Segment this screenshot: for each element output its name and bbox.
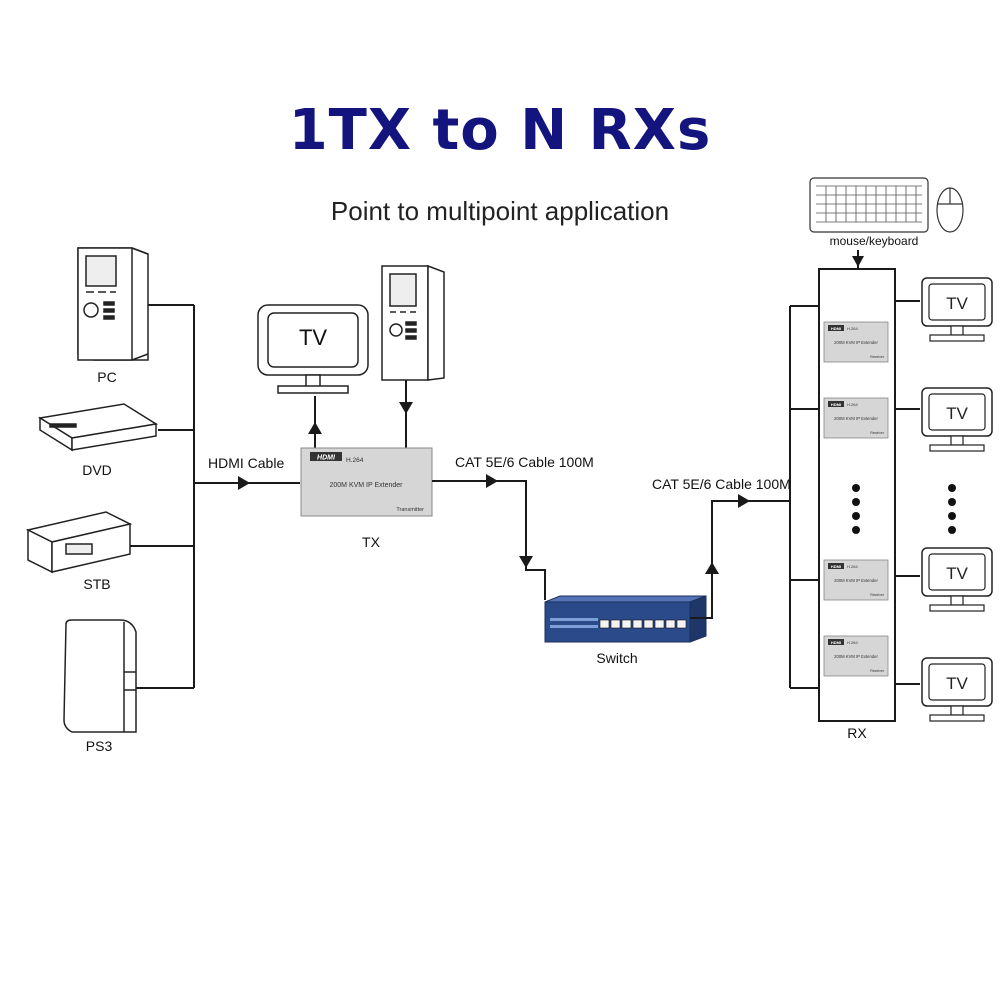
rx-role: Receiver bbox=[870, 431, 885, 435]
mouse-icon bbox=[936, 187, 964, 233]
tx-to-switch-line bbox=[432, 480, 546, 600]
rx-output-lines bbox=[895, 300, 920, 685]
source-label-ps3: PS3 bbox=[85, 738, 113, 754]
rx-brand: HDMI bbox=[831, 326, 841, 331]
hdmi-logo-badge bbox=[310, 452, 342, 461]
peripherals-label: mouse/keyboard bbox=[829, 234, 919, 248]
keyboard-icon bbox=[809, 177, 929, 233]
tv-outputs: TV TV TV TV bbox=[921, 277, 993, 722]
rx-ellipsis bbox=[852, 484, 860, 534]
tv-monitor-icon: TV bbox=[921, 657, 993, 722]
rx-codec: H.264 bbox=[847, 402, 858, 407]
rx-product: 200M KVM IP Extender bbox=[834, 654, 878, 659]
tv-output-label: TV bbox=[946, 294, 968, 313]
pc-tower-icon bbox=[381, 264, 445, 381]
rx-codec: H.264 bbox=[847, 326, 858, 331]
switch-label: Switch bbox=[596, 650, 638, 666]
rx-brand: HDMI bbox=[831, 402, 841, 407]
source-label-pc: PC bbox=[97, 369, 117, 385]
source-label-stb: STB bbox=[83, 576, 111, 592]
diagram-title: 1TX to N RXs bbox=[288, 98, 712, 163]
peripheral-arrow bbox=[852, 256, 864, 267]
rx-codec: H.264 bbox=[847, 564, 858, 569]
hdmi-arrow bbox=[238, 476, 250, 490]
tx-label: TX bbox=[362, 534, 380, 550]
rx-role: Receiver bbox=[870, 355, 885, 359]
rx-brand: HDMI bbox=[831, 640, 841, 645]
tv-output-label: TV bbox=[946, 564, 968, 583]
hdmi-cable-label: HDMI Cable bbox=[208, 455, 285, 471]
tv-output-label: TV bbox=[946, 404, 968, 423]
cat-cable-label-tx: CAT 5E/6 Cable 100M bbox=[455, 454, 594, 470]
rx-role: Receiver bbox=[870, 669, 885, 673]
set-top-box-icon bbox=[25, 511, 133, 574]
tv-monitor-icon: TV bbox=[921, 387, 993, 452]
tv-monitor-icon bbox=[257, 304, 369, 394]
rx-product: 200M KVM IP Extender bbox=[834, 578, 878, 583]
tv-monitor-icon: TV bbox=[921, 277, 993, 342]
pc-to-tx-arrow bbox=[399, 402, 413, 414]
tx-codec: H.264 bbox=[346, 457, 364, 464]
tx-product: 200M KVM IP Extender bbox=[329, 482, 403, 489]
tv-monitor-icon: TV bbox=[921, 547, 993, 612]
rx-label: RX bbox=[847, 725, 867, 741]
tx-brand: HDMI bbox=[317, 455, 336, 462]
network-switch-icon bbox=[544, 595, 707, 643]
source-label-dvd: DVD bbox=[82, 462, 112, 478]
dvd-player-icon bbox=[37, 403, 159, 452]
tx-out-arrow bbox=[486, 474, 498, 488]
switch-to-rx-line bbox=[690, 500, 790, 619]
tx-role: Transmitter bbox=[396, 507, 424, 513]
switch-in-arrow bbox=[519, 556, 533, 568]
rx-in-arrow bbox=[738, 494, 750, 508]
tx-device bbox=[300, 447, 433, 517]
tx-to-tv-arrow bbox=[308, 422, 322, 434]
rx-product: 200M KVM IP Extender bbox=[834, 416, 878, 421]
pc-tower-icon bbox=[77, 247, 149, 361]
diagram-subtitle: Point to multipoint application bbox=[330, 196, 670, 226]
rx-brand: HDMI bbox=[831, 564, 841, 569]
switch-out-arrow bbox=[705, 562, 719, 574]
rx-codec: H.264 bbox=[847, 640, 858, 645]
rx-input-bus bbox=[789, 305, 819, 689]
rx-role: Receiver bbox=[870, 593, 885, 597]
tv-ellipsis bbox=[948, 484, 956, 534]
ps3-console-icon bbox=[63, 619, 137, 733]
tx-tv-label: TV bbox=[298, 325, 328, 350]
cat-cable-label-rx: CAT 5E/6 Cable 100M bbox=[652, 476, 791, 492]
tv-output-label: TV bbox=[946, 674, 968, 693]
rx-product: 200M KVM IP Extender bbox=[834, 340, 878, 345]
